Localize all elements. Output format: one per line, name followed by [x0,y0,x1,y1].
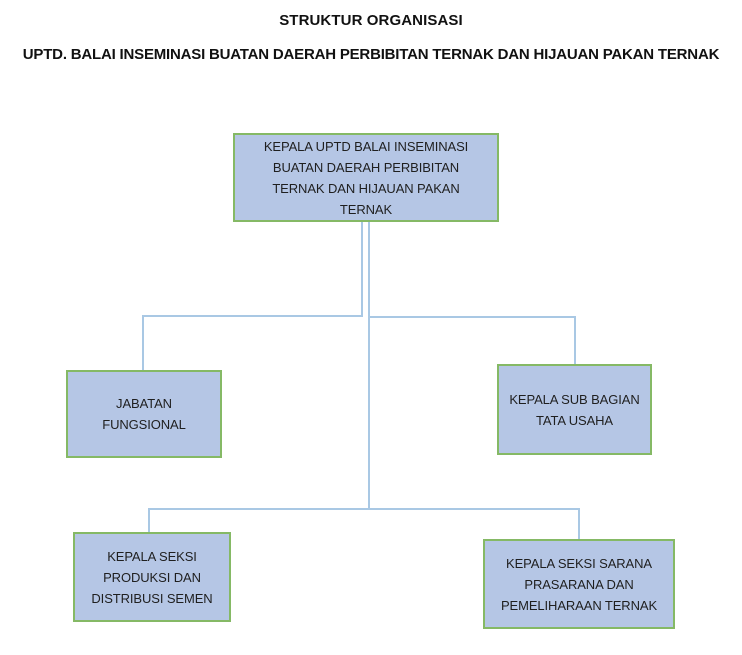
connector-tier2-horizontal [148,508,580,510]
org-node-label: KEPALA SEKSI PRODUKSI DAN DISTRIBUSI SEM… [91,548,213,606]
chart-subtitle: UPTD. BALAI INSEMINASI BUATAN DAERAH PER… [22,46,720,63]
org-node-label: KEPALA UPTD BALAI INSEMINASI BUATAN DAER… [263,138,469,217]
org-node-label: KEPALA SEKSI SARANA PRASARANA DAN PEMELI… [500,555,658,613]
org-node-label: KEPALA SUB BAGIAN TATA USAHA [509,391,640,428]
connector-drop-jabatan [142,315,144,370]
connector-drop-tata-usaha [574,316,576,364]
connector-root-stem-left [361,222,363,317]
org-node-kepala-uptd: KEPALA UPTD BALAI INSEMINASI BUATAN DAER… [233,133,499,222]
org-node-kepala-seksi-sarana-prasarana-dan-pemeliharaan-ternak: KEPALA SEKSI SARANA PRASARANA DAN PEMELI… [483,539,675,629]
connector-drop-sarana [578,508,580,539]
org-node-kepala-sub-bagian-tata-usaha: KEPALA SUB BAGIAN TATA USAHA [497,364,652,455]
org-node-label: JABATAN FUNGSIONAL [102,396,186,432]
org-node-jabatan-fungsional: JABATAN FUNGSIONAL [66,370,222,458]
connector-drop-produksi [148,508,150,532]
connector-root-stem-center [368,222,370,510]
chart-title: STRUKTUR ORGANISASI [279,12,463,29]
org-node-kepala-seksi-produksi-dan-distribusi-semen: KEPALA SEKSI PRODUKSI DAN DISTRIBUSI SEM… [73,532,231,622]
connector-tier1-horizontal-left [142,315,363,317]
connector-tier1-horizontal-right [368,316,576,318]
